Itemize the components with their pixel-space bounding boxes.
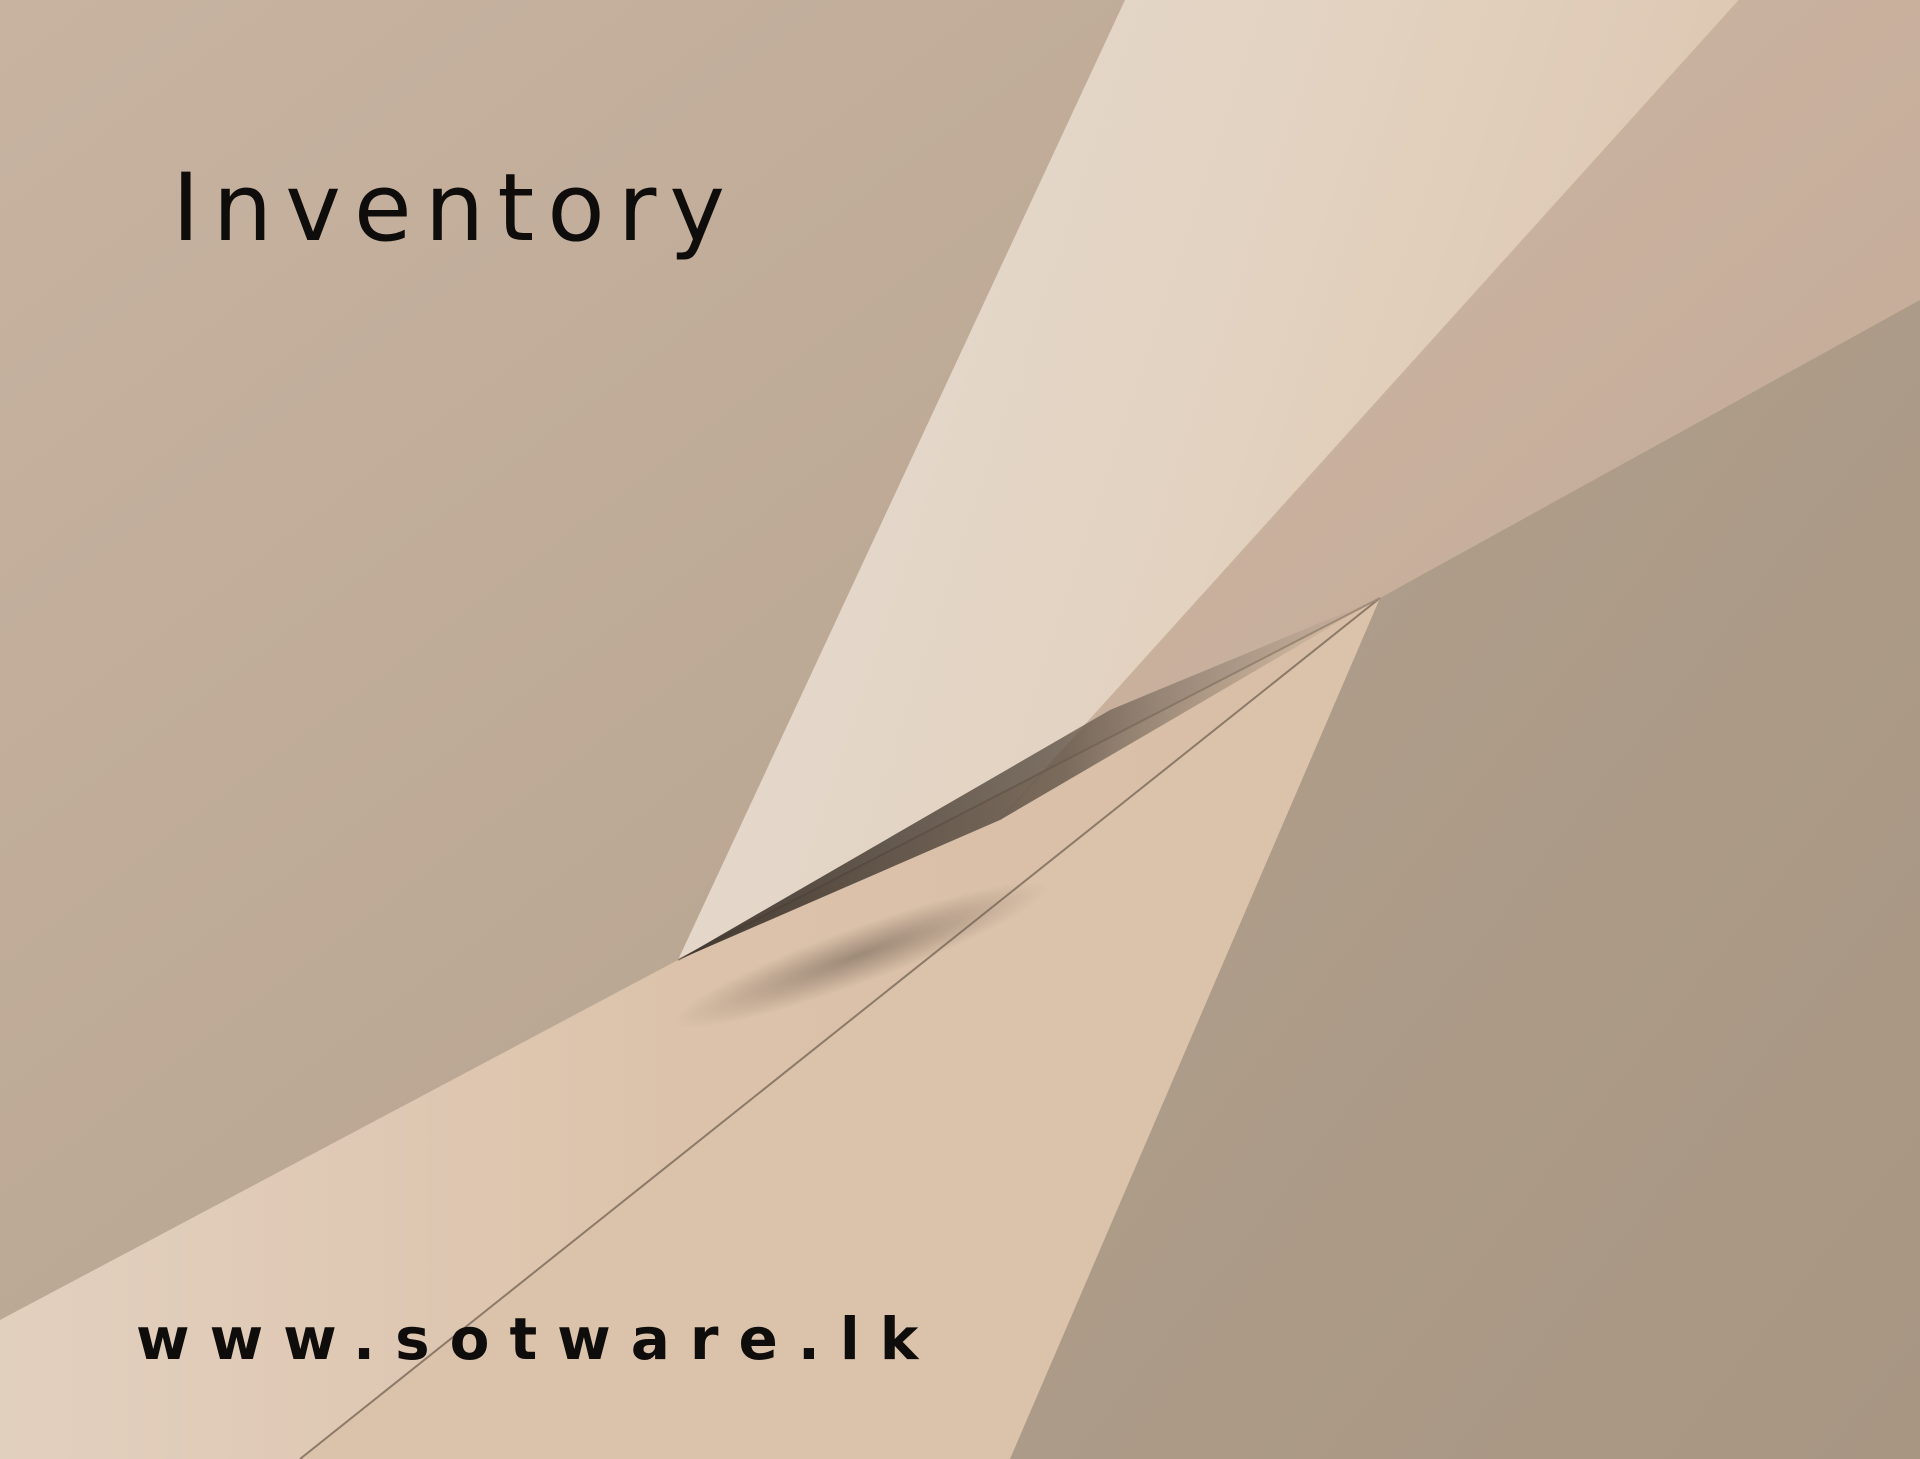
website-url: www.sotware.lk xyxy=(136,1305,939,1373)
page-title: Inventory xyxy=(172,154,738,263)
